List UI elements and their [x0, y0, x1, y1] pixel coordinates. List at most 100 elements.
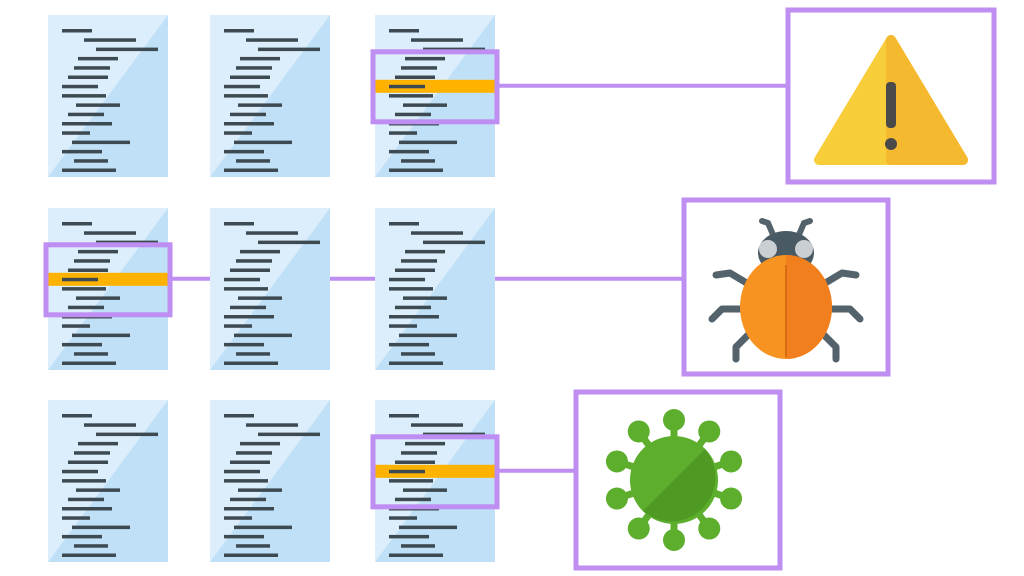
bug-leg: [712, 269, 754, 289]
code-line: [224, 131, 252, 135]
document-shade: [375, 15, 495, 177]
code-line: [62, 553, 116, 557]
code-line: [236, 66, 272, 70]
code-line: [74, 66, 110, 70]
document-shade: [210, 15, 330, 177]
code-document: [210, 15, 330, 177]
highlighted-line: [375, 79, 495, 93]
code-line: [62, 324, 90, 328]
code-line: [224, 324, 252, 328]
code-line: [238, 103, 282, 107]
document-shade: [48, 208, 168, 370]
virus-spike-tip: [627, 517, 650, 540]
code-line: [240, 441, 280, 446]
virus-spike-tip: [663, 409, 685, 431]
virus-spike-tip: [698, 420, 721, 443]
code-line: [389, 315, 439, 319]
code-line: [78, 441, 118, 446]
bug-leg: [708, 305, 750, 323]
virus-spike-tip: [663, 529, 685, 551]
code-line: [74, 159, 108, 163]
exclamation-bar: [886, 82, 896, 128]
code-line: [224, 553, 278, 557]
code-line: [68, 268, 108, 272]
highlight-frame: [43, 242, 173, 318]
code-line: [389, 168, 443, 172]
code-line: [389, 361, 443, 365]
code-line: [240, 56, 280, 61]
code-line: [230, 497, 266, 502]
code-line: [389, 553, 443, 557]
document-grid: [48, 15, 495, 562]
code-line: [389, 516, 417, 520]
code-line: [96, 432, 158, 437]
virus-spike-tip: [605, 450, 628, 473]
code-line: [399, 140, 457, 145]
code-line: [68, 460, 108, 464]
code-line: [401, 544, 435, 548]
code-line: [395, 112, 431, 117]
warning-target-box: [785, 7, 997, 185]
document-shade: [48, 15, 168, 177]
code-line: [246, 38, 298, 42]
code-line: [403, 103, 447, 107]
code-line: [84, 423, 136, 427]
code-line: [399, 333, 457, 338]
highlighted-line: [48, 272, 168, 286]
code-line: [389, 84, 425, 89]
highlight-frame: [370, 49, 500, 125]
code-line: [62, 29, 92, 33]
code-line: [74, 451, 110, 455]
code-line: [234, 525, 292, 530]
code-line: [62, 534, 102, 539]
code-line: [62, 507, 112, 511]
code-line: [258, 47, 320, 52]
code-line: [230, 305, 266, 310]
document-shade: [375, 208, 495, 370]
code-line: [389, 479, 433, 483]
code-line: [389, 277, 425, 282]
document-shade: [210, 208, 330, 370]
code-line: [224, 94, 268, 98]
code-line: [389, 469, 425, 474]
code-line: [62, 94, 106, 98]
code-line: [389, 414, 419, 418]
code-line: [76, 488, 120, 492]
code-line: [236, 352, 270, 356]
code-line: [68, 305, 104, 310]
code-line: [423, 240, 485, 245]
document-shade: [210, 400, 330, 562]
code-line: [389, 324, 417, 328]
code-line: [258, 432, 320, 437]
code-line: [224, 84, 260, 89]
code-line: [224, 516, 252, 520]
code-document: [48, 208, 168, 370]
code-line: [224, 414, 254, 418]
virus-spike-tip: [627, 420, 650, 443]
virus-target-box: [573, 389, 783, 571]
code-line: [405, 249, 445, 254]
document-shade: [375, 400, 495, 562]
code-line: [74, 544, 108, 548]
code-line: [224, 149, 264, 154]
code-line: [224, 222, 254, 226]
code-line: [224, 342, 264, 347]
code-line: [62, 122, 112, 126]
code-line: [62, 84, 98, 89]
code-line: [224, 122, 274, 126]
code-line: [62, 277, 98, 282]
code-line: [246, 423, 298, 427]
warning-triangle-icon: [814, 35, 968, 165]
code-line: [395, 497, 431, 502]
code-line: [68, 112, 104, 117]
code-line: [395, 268, 435, 272]
exclamation-dot: [885, 138, 897, 150]
code-line: [76, 296, 120, 300]
code-line: [236, 159, 270, 163]
code-document: [48, 400, 168, 562]
bug-eye: [795, 240, 813, 258]
code-line: [401, 159, 435, 163]
code-line: [62, 469, 98, 474]
